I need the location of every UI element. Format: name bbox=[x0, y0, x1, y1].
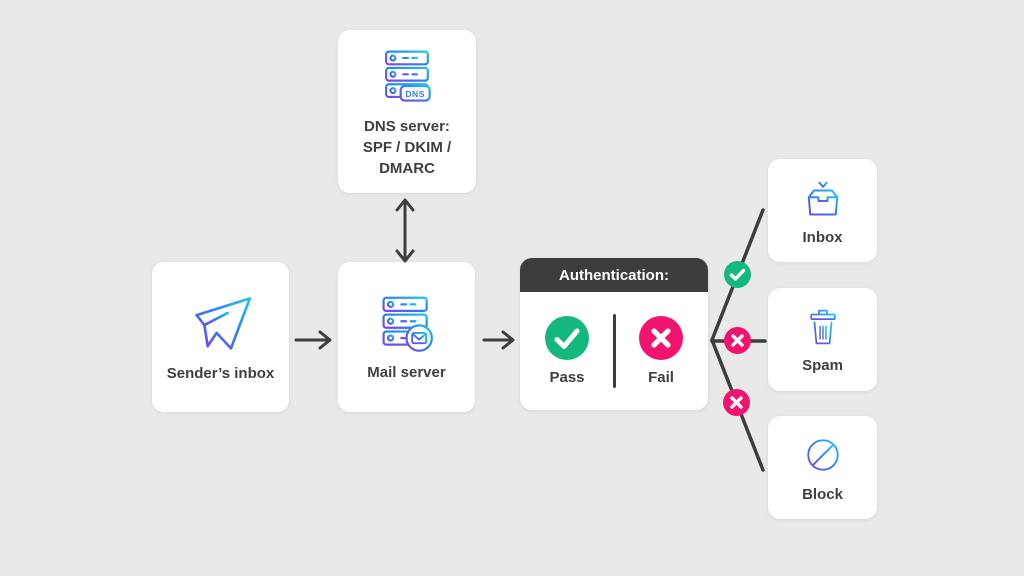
dns-label-line2: SPF / DKIM / bbox=[362, 139, 452, 156]
block-card: Block bbox=[768, 416, 877, 519]
prohibition-icon bbox=[806, 439, 839, 471]
authentication-header: Authentication: bbox=[520, 258, 708, 292]
dns-label-line3: DMARC bbox=[379, 160, 435, 177]
sender-inbox-card: Sender’s inbox bbox=[152, 262, 289, 412]
authentication-body: Pass Fail bbox=[520, 292, 708, 410]
fail-branch-badge-block bbox=[723, 389, 750, 416]
pass-label: Pass bbox=[549, 369, 585, 386]
mail-server-label: Mail server bbox=[367, 363, 446, 381]
arrow-dns-up-head bbox=[395, 198, 415, 212]
x-circle-icon bbox=[639, 316, 683, 360]
inbox-card: Inbox bbox=[768, 159, 877, 262]
paper-plane-icon bbox=[194, 296, 251, 350]
inbox-tray-icon bbox=[807, 177, 838, 216]
check-icon bbox=[554, 328, 580, 349]
spam-card: Spam bbox=[768, 288, 877, 391]
dns-server-card: DNS DNS server: SPF / DKIM / DMARC bbox=[338, 30, 476, 193]
authentication-title: Authentication: bbox=[559, 266, 669, 284]
arrow-sender-to-mail-head bbox=[318, 330, 332, 350]
sender-label: Sender’s inbox bbox=[166, 364, 275, 382]
dns-badge-label: DNS bbox=[405, 89, 425, 99]
arrow-mail-to-auth-head bbox=[501, 330, 515, 350]
inbox-label: Inbox bbox=[802, 229, 843, 246]
x-icon bbox=[651, 328, 671, 348]
authentication-card: Authentication: Pass bbox=[520, 258, 708, 410]
arrow-dns-down-head bbox=[395, 249, 415, 263]
spam-label: Spam bbox=[802, 357, 843, 374]
small-x-icon bbox=[731, 334, 744, 347]
pass-branch-badge bbox=[724, 261, 751, 288]
pass-column: Pass bbox=[520, 292, 614, 410]
dns-label: DNS server: SPF / DKIM / DMARC bbox=[363, 116, 451, 179]
block-label: Block bbox=[802, 486, 843, 503]
dns-server-stack-icon: DNS bbox=[385, 50, 431, 102]
trash-icon bbox=[809, 309, 836, 345]
pass-fail-divider bbox=[612, 314, 616, 388]
fail-column: Fail bbox=[614, 292, 708, 410]
dns-label-line1: DNS server: bbox=[364, 118, 450, 135]
small-check-icon bbox=[729, 268, 746, 281]
mail-server-card: Mail server bbox=[338, 262, 475, 412]
fail-branch-badge-spam bbox=[724, 327, 751, 354]
mail-server-stack-icon bbox=[381, 296, 433, 352]
fail-label: Fail bbox=[648, 369, 674, 386]
check-circle-icon bbox=[545, 316, 589, 360]
small-x-icon bbox=[730, 396, 743, 409]
